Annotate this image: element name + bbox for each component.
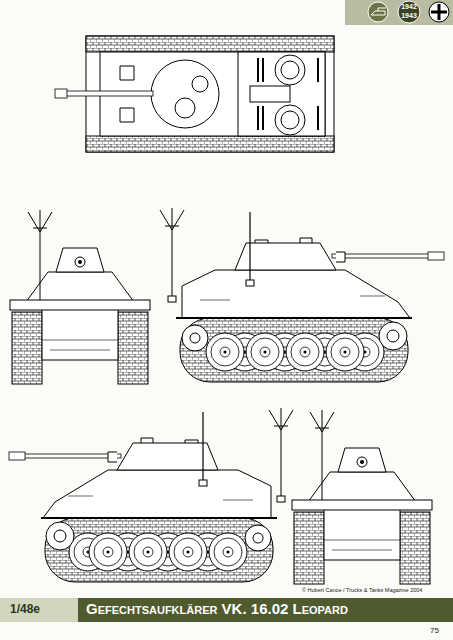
year-badge: 1942 [401,3,417,11]
year-badge: 1943 [401,12,417,20]
page-number: 75 [430,627,439,636]
plate-title: Gefechtsaufklärer VK. 16.02 Leopard [86,601,348,618]
scale-label: 1/48e [10,603,40,616]
copyright-note: © Hubert Cance / Trucks & Tanks Magazine… [302,587,422,593]
